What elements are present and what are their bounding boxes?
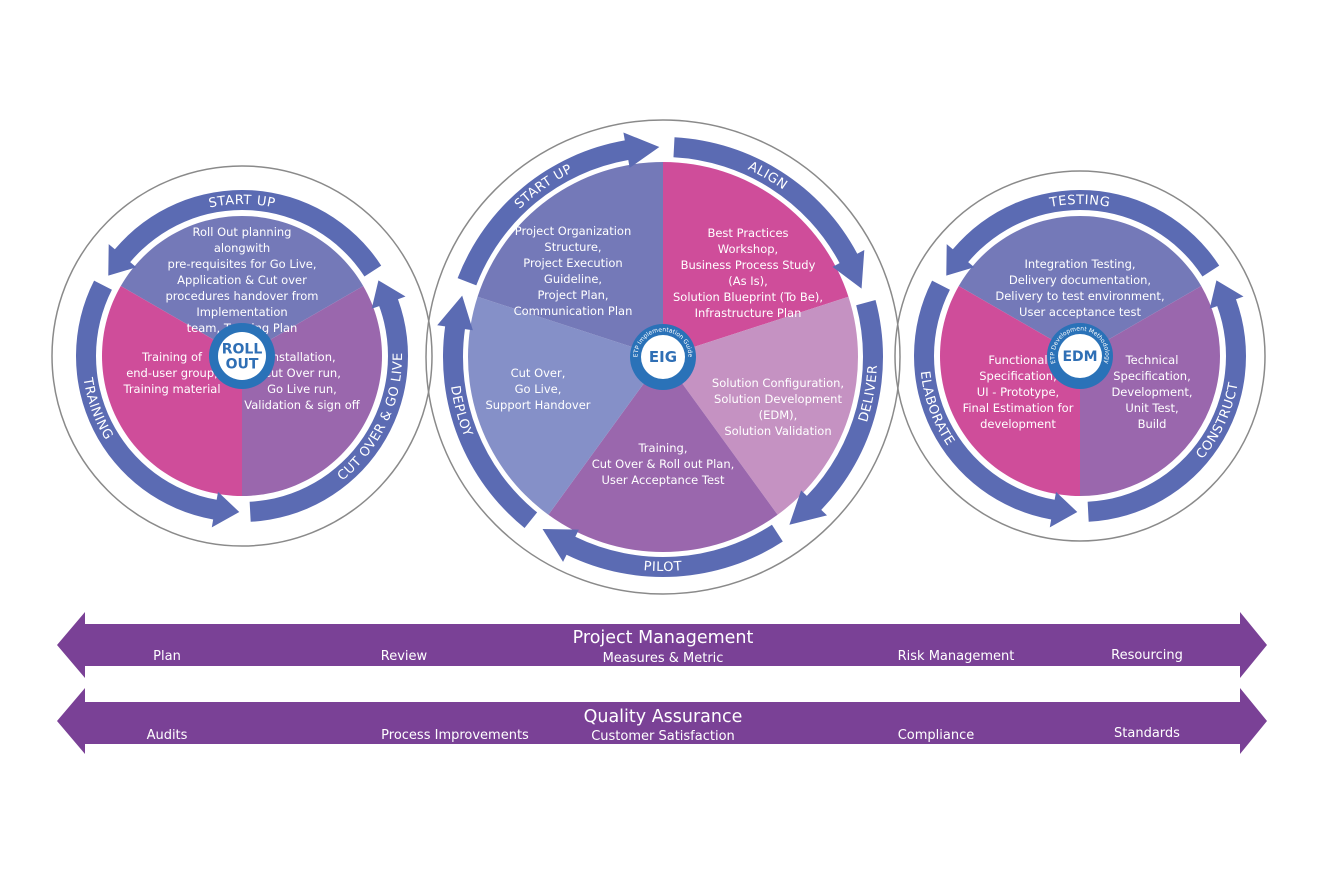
segment-construct (1080, 286, 1220, 496)
hub-center (218, 332, 266, 380)
project-management-arrow (57, 612, 1267, 678)
segment-deploy (468, 296, 663, 515)
segment-align (663, 162, 849, 357)
band-item-risk: Risk Management (898, 649, 1015, 664)
phase-arrow-pilot (542, 524, 783, 577)
phase-arrow-deploy (437, 295, 538, 528)
band-item-plan: Plan (153, 649, 181, 664)
phase-label-testing: TESTING (1048, 193, 1112, 211)
band-title: Quality Assurance (584, 707, 743, 727)
phase-arrow-elaborate (913, 280, 1078, 528)
outer-cycle-line (425, 119, 901, 595)
phase-arrow-start-up (457, 132, 660, 286)
segment-start-up (477, 162, 663, 357)
quality-assurance-band: Quality Assurance Audits Process Improve… (57, 688, 1267, 754)
segment-pilot (548, 357, 778, 552)
band-item-compliance: Compliance (898, 728, 975, 743)
segment-cut-over-go-live (242, 286, 382, 496)
phase-label-pilot: PILOT (643, 559, 683, 575)
outer-cycle-line (51, 165, 433, 547)
quality-assurance-arrow (57, 688, 1267, 754)
hub-center (1058, 334, 1102, 378)
band-item-review: Review (381, 649, 428, 664)
band-item-standards: Standards (1114, 726, 1180, 741)
phase-arrow-training (76, 280, 240, 528)
band-item-process: Process Improvements (381, 728, 529, 743)
phase-arrow-align (673, 137, 865, 289)
segment-start-up (120, 216, 364, 356)
band-item-audits: Audits (147, 728, 188, 743)
phase-description-cut-over-go-live: Installation,Cut Over run,Go Live run,Va… (244, 350, 361, 412)
hub-label: EIG (649, 348, 677, 366)
band-title: Project Management (573, 628, 754, 648)
segment-elaborate (939, 286, 1080, 496)
hub-center (641, 335, 685, 379)
phase-arrow-testing (946, 189, 1220, 277)
band-item-satisfaction: Customer Satisfaction (591, 729, 735, 744)
project-management-band: Project Management Plan Review Measures … (57, 612, 1267, 678)
phase-description-deploy: Cut Over,Go Live,Support Handover (485, 366, 590, 412)
segment-testing (958, 216, 1202, 356)
segment-deliver (663, 296, 858, 515)
phase-description-pilot: Training,Cut Over & Roll out Plan,User A… (592, 441, 735, 487)
band-item-measures: Measures & Metric (603, 651, 724, 666)
band-item-resourcing: Resourcing (1111, 648, 1183, 663)
outer-cycle-line (894, 170, 1266, 542)
phase-description-deliver: Solution Configuration,Solution Developm… (712, 376, 844, 438)
hub-label: EDM (1062, 349, 1097, 365)
phase-description-testing: Integration Testing,Delivery documentati… (995, 257, 1164, 319)
phase-arrow-construct (1087, 280, 1246, 522)
phase-arrow-deliver (789, 300, 883, 525)
phase-arrow-cut-over-go-live (249, 280, 408, 522)
phase-arrow-start-up (108, 190, 382, 277)
segment-training (101, 286, 242, 496)
